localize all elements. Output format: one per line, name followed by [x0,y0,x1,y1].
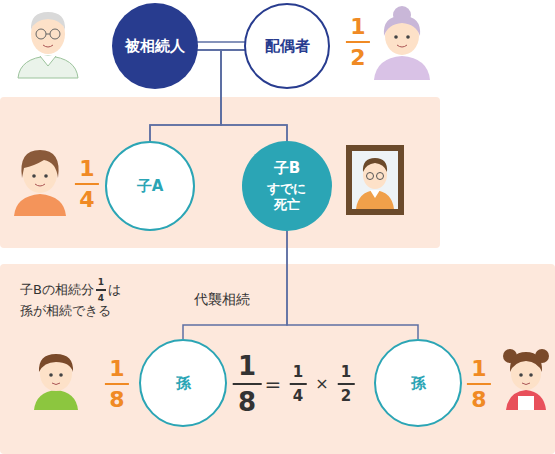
node-title: 孫 [411,374,426,393]
note-fraction: 14 [96,277,106,303]
equation-sign: = [265,373,282,395]
child-circle: 子B すでに 死亡 [242,141,332,231]
node-title: 孫 [176,374,191,393]
spouse-circle: 配偶者 [244,3,330,89]
node-title: 被相続人 [125,37,185,56]
note-text: は [108,281,121,299]
family-line [183,231,287,339]
deceased-portrait [346,145,404,215]
granddaughter-illustration [503,349,549,410]
denominator: 8 [471,387,486,412]
share-fraction: 12 [346,14,370,70]
node-note: すでに 死亡 [266,181,309,214]
numerator: 1 [293,363,303,381]
family-line [287,231,418,339]
marriage-double-line [197,42,245,50]
family-line [197,41,245,43]
share-fraction: 14 [75,156,99,212]
share-fraction: 18 [467,356,491,412]
numerator: 1 [98,277,104,287]
node-title: 子A [137,177,164,196]
numerator: 1 [350,14,365,39]
note-text: 子Bの相続分 [20,281,94,299]
equation-fraction: 14 [290,363,307,405]
grandson-illustration [34,354,78,410]
equation-fraction: 12 [338,363,355,405]
grandchild-circle: 孫 [374,339,462,427]
fraction-bar [338,383,355,385]
denominator: 4 [79,187,94,212]
node-title: 子B [274,159,300,178]
denominator: 4 [98,293,104,303]
equation-sign: × [315,375,328,393]
grandchild-circle: 孫 [139,339,227,427]
fraction-bar [467,383,491,385]
fraction-bar [75,183,99,185]
denominator: 8 [109,387,124,412]
denominator: 4 [293,387,303,405]
denominator: 2 [350,45,365,70]
fraction-bar [96,289,106,291]
fraction-bar [346,41,370,43]
fraction-bar [233,383,262,385]
equation-fraction: 18 [233,351,262,417]
deceased-circle: 被相続人 [112,3,198,89]
node-title: 配偶者 [265,37,310,56]
note-row: 子Bの相続分14は [20,277,121,303]
numerator: 1 [109,356,124,381]
child-circle: 子A [105,141,195,231]
generation-band [0,264,555,454]
note-text: 孫が相続できる [20,304,111,318]
fraction-bar [105,383,129,385]
share-fraction: 18 [105,356,129,412]
numerator: 1 [471,356,486,381]
generation-band [0,97,440,248]
bracket-label: 代襲相続 [194,292,250,307]
child-a-illustration [14,150,66,216]
denominator: 2 [341,387,351,405]
fraction-bar [290,383,307,385]
grandmother-illustration [374,6,430,80]
numerator: 1 [238,351,256,381]
grandfather-illustration [18,12,78,78]
numerator: 1 [79,156,94,181]
numerator: 1 [341,363,351,381]
denominator: 8 [238,387,256,417]
